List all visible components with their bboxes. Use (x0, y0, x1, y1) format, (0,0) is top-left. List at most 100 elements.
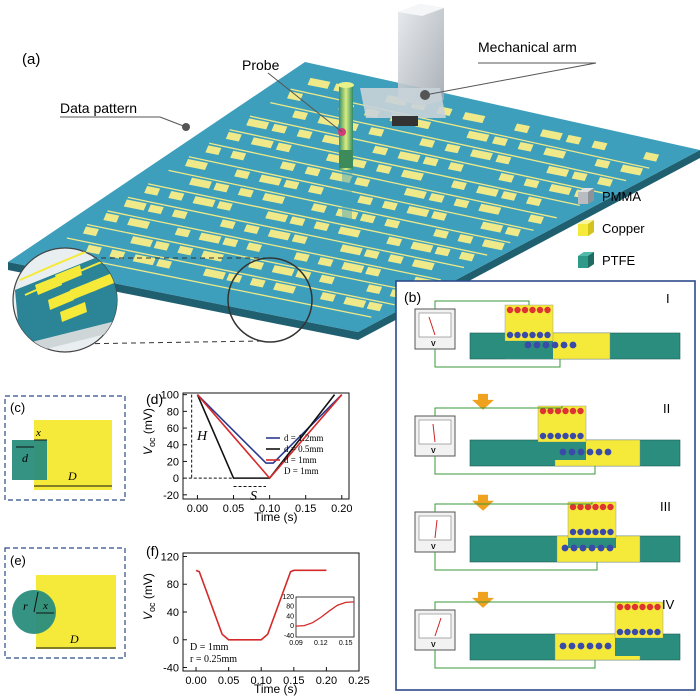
panel-a: (a) Data pattern Probe Mechanical arm PM… (8, 4, 700, 353)
data-pad (565, 134, 582, 145)
data-pad (387, 254, 404, 264)
data-pad (495, 154, 512, 165)
stage-label-3: III (660, 499, 671, 514)
ptfe-slider (615, 638, 663, 656)
legend-label: d = 1.2mm (284, 433, 323, 443)
positive-charge (654, 628, 661, 636)
positive-charge (524, 341, 532, 349)
data-pad (375, 164, 392, 174)
negative-charge (592, 503, 599, 511)
y-tick-label: 20 (167, 456, 179, 468)
panel-a-label: (a) (22, 51, 40, 68)
trace-line (66, 237, 395, 306)
inset-y-tick: 0 (290, 623, 294, 630)
data-pad (258, 174, 282, 186)
label-data-pattern: Data pattern (60, 100, 137, 116)
negative-charge (547, 407, 554, 415)
chart-d-label: (d) (146, 391, 163, 407)
data-pad (311, 203, 328, 213)
chart-d-xlabel: Time (s) (254, 510, 298, 524)
positive-charge (607, 528, 614, 536)
data-pad (462, 112, 486, 124)
positive-charge (514, 331, 521, 339)
data-pad (523, 178, 540, 189)
negative-charge (506, 306, 514, 314)
annot-H: H (196, 429, 208, 444)
legend-label: d = 0.5mm (284, 444, 323, 454)
positive-charge (631, 628, 639, 636)
data-pad (458, 251, 475, 262)
negative-charge (599, 503, 607, 511)
data-pad (366, 284, 383, 294)
negative-charge (577, 407, 584, 415)
data-pad (400, 169, 424, 181)
trace-line (188, 156, 534, 231)
x-tick-label: 0.10 (259, 503, 280, 515)
arrow-down (472, 494, 494, 511)
data-pad (543, 147, 567, 159)
data-pad (491, 136, 508, 146)
x-tick-label: 0.05 (223, 503, 244, 515)
negative-charge (521, 306, 529, 314)
chart-f-xlabel: Time (s) (254, 682, 298, 696)
data-pad (127, 217, 151, 229)
trace-line (229, 129, 580, 207)
negative-charge (639, 603, 646, 611)
data-pad (450, 180, 467, 190)
data-pad (273, 282, 297, 294)
data-pad (132, 254, 156, 266)
positive-charge (646, 628, 654, 636)
data-pad (341, 262, 365, 274)
label-probe: Probe (242, 57, 280, 73)
positive-charge (560, 341, 568, 349)
data-pad (275, 142, 292, 153)
svg-text:D: D (67, 469, 77, 483)
data-pad (147, 204, 164, 215)
negative-charge (536, 306, 544, 314)
data-pad (434, 246, 451, 257)
data-pad (539, 129, 563, 141)
negative-charge (607, 503, 614, 511)
x-tick-label: 0.05 (218, 675, 239, 687)
trace-grid (46, 77, 660, 318)
trace-line (270, 102, 627, 182)
data-pad (433, 229, 450, 239)
negative-charge (514, 306, 521, 314)
y-tick-label: 0 (173, 473, 179, 485)
data-pad (504, 226, 521, 237)
data-pad (350, 158, 367, 169)
data-pad (319, 292, 336, 302)
data-pad (317, 257, 334, 267)
meter-label: V (431, 642, 436, 649)
meter-label: V (431, 448, 436, 455)
data-pad (234, 169, 251, 179)
data-pad (271, 265, 295, 277)
inset-x-tick: 0.09 (289, 640, 303, 647)
trace-line (107, 210, 441, 281)
data-pad (313, 221, 330, 232)
data-pad (527, 214, 544, 224)
panel-b-label: (b) (404, 289, 421, 305)
data-pad (205, 145, 222, 156)
data-pad (469, 149, 493, 161)
positive-charge (533, 341, 541, 349)
negative-charge (624, 603, 631, 611)
positive-charge (624, 628, 631, 636)
positive-charge (559, 448, 567, 456)
ptfe-square (12, 440, 47, 480)
data-pad (130, 236, 154, 248)
data-pad (293, 252, 310, 262)
x-tick-label: 0.25 (348, 675, 369, 687)
positive-charge (521, 331, 529, 339)
positive-charge (592, 528, 599, 536)
trace-line (209, 142, 557, 219)
wire (434, 456, 596, 475)
data-pad (403, 187, 427, 199)
negative-charge (544, 306, 551, 314)
wire (434, 650, 596, 669)
positive-charge (562, 432, 569, 440)
wire (434, 349, 561, 368)
data-pad (168, 191, 185, 201)
plot-frame (182, 392, 350, 500)
